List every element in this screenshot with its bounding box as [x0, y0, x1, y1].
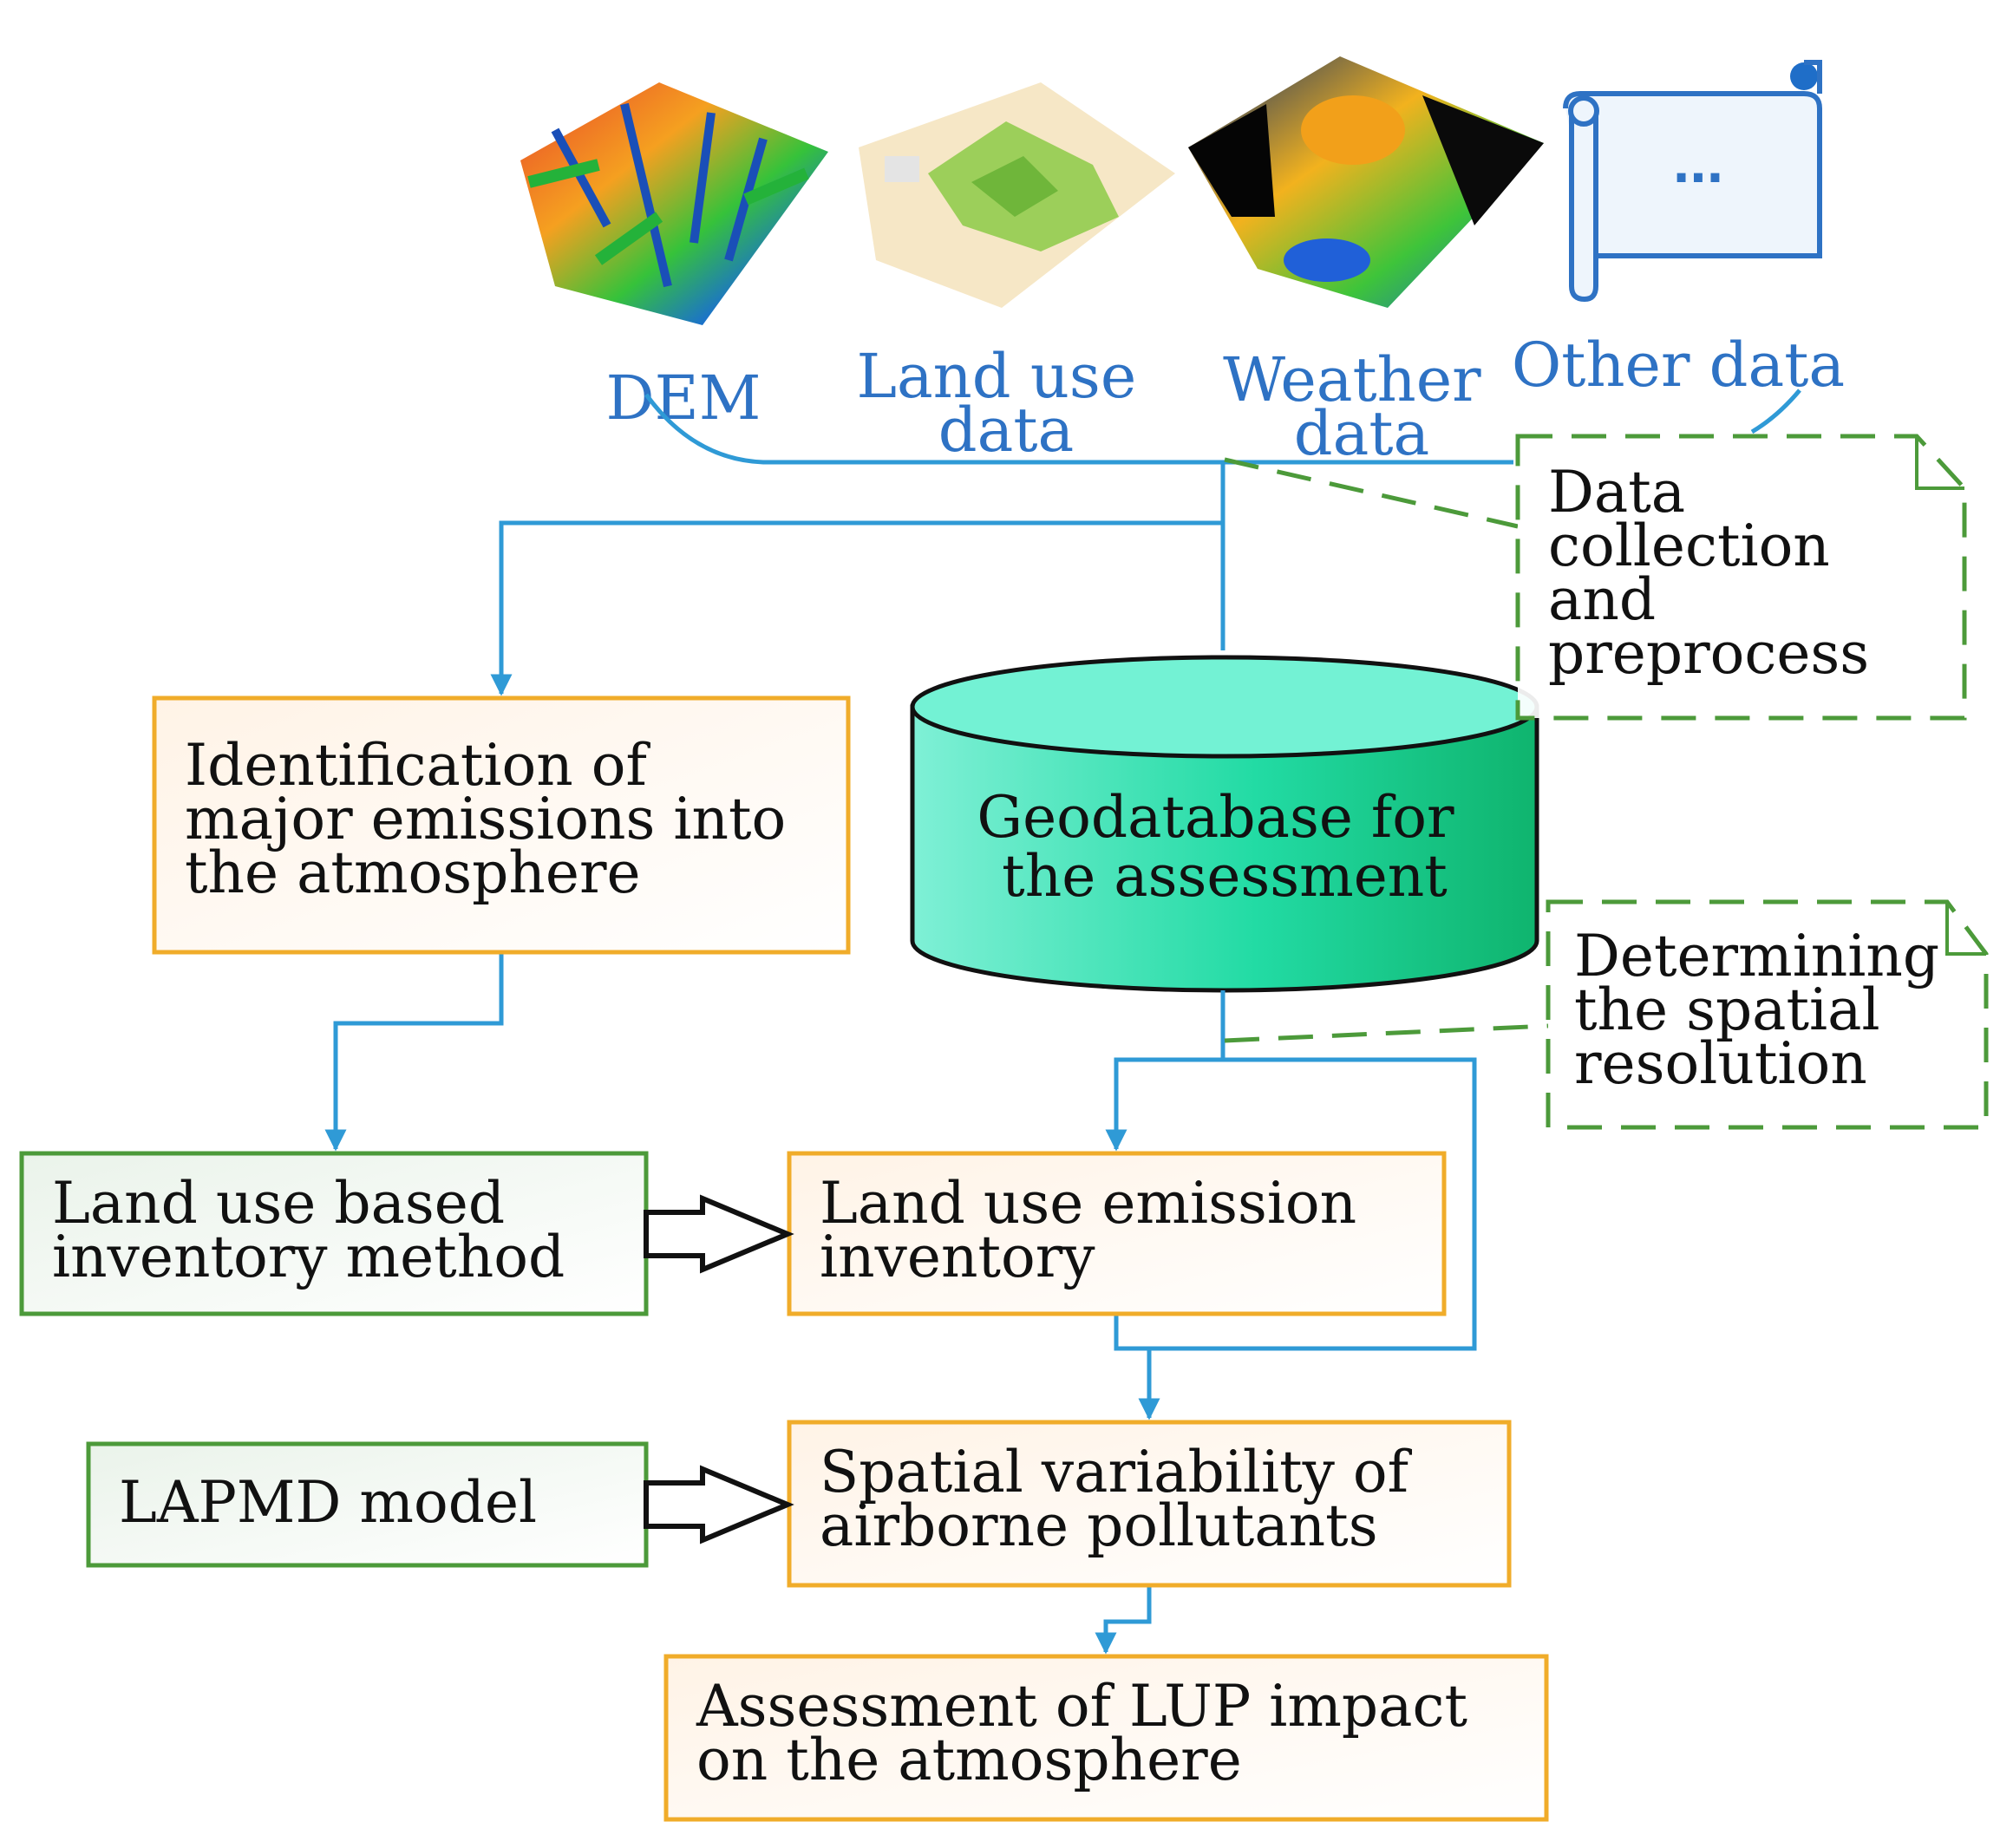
flow-identification-to-inventory-method: [324, 952, 504, 1152]
weather-map-icon: [1188, 56, 1544, 308]
box-spatial-variability: Spatial variability of airborne pollutan…: [787, 1420, 1512, 1588]
flow-emission-inventory-to-variability: [1114, 1314, 1160, 1420]
scroll-document-icon: ...: [1563, 60, 1822, 303]
source-label-dem: DEM: [606, 362, 761, 434]
box-lapmd-model: LAPMD model: [86, 1441, 649, 1568]
box-lapmd-model-text: LAPMD model: [119, 1469, 537, 1536]
box-spatial-variability-text: Spatial variability of airborne pollutan…: [820, 1439, 1427, 1559]
box-inventory-method: Land use based inventory method: [19, 1151, 649, 1316]
hollow-arrow-lapmd-model: [644, 1465, 794, 1544]
source-label-other: Other data: [1512, 330, 1845, 401]
flow-variability-to-assessment: [1095, 1585, 1152, 1655]
geodatabase-label: Geodatabase for the assessment: [977, 784, 1472, 910]
note-data-collection: Data collection and preprocess: [1515, 434, 1967, 721]
geodatabase-cylinder: Geodatabase for the assessment: [910, 655, 1539, 993]
box-identification-text: Identification of major emissions into t…: [185, 732, 804, 906]
box-assessment: Assessment of LUP impact on the atmosphe…: [663, 1654, 1549, 1822]
source-collector-line: [644, 393, 1513, 465]
box-identification: Identification of major emissions into t…: [152, 695, 851, 955]
box-inventory-method-text: Land use based inventory method: [52, 1170, 565, 1290]
flow-collector-to-identification: [490, 462, 1225, 696]
hollow-arrow-inventory-method: [644, 1194, 794, 1274]
box-emission-inventory: Land use emission inventory: [787, 1151, 1447, 1316]
note-data-collection-text: Data collection and preprocess: [1548, 459, 1869, 687]
note-data-collection-leader: [1224, 457, 1519, 529]
note-spatial-resolution-leader: [1224, 1023, 1549, 1043]
flow-geodatabase-to-emission-inventory: [1105, 990, 1225, 1152]
source-label-weather: Weather data: [1223, 344, 1500, 469]
flow-geodatabase-to-variability: [1116, 1057, 1477, 1351]
dem-terrain-icon: [520, 82, 828, 325]
box-emission-inventory-text: Land use emission inventory: [820, 1170, 1375, 1290]
source-label-land-use: Land use data: [856, 341, 1155, 466]
land-use-map-icon: [859, 82, 1175, 308]
note-spatial-resolution-text: Determining the spatial resolution: [1574, 923, 1958, 1097]
other-data-connector: [1750, 389, 1801, 434]
scroll-ellipsis-text: ...: [1673, 127, 1723, 195]
box-assessment-text: Assessment of LUP impact on the atmosphe…: [696, 1673, 1486, 1793]
note-spatial-resolution: Determining the spatial resolution: [1546, 899, 1989, 1130]
